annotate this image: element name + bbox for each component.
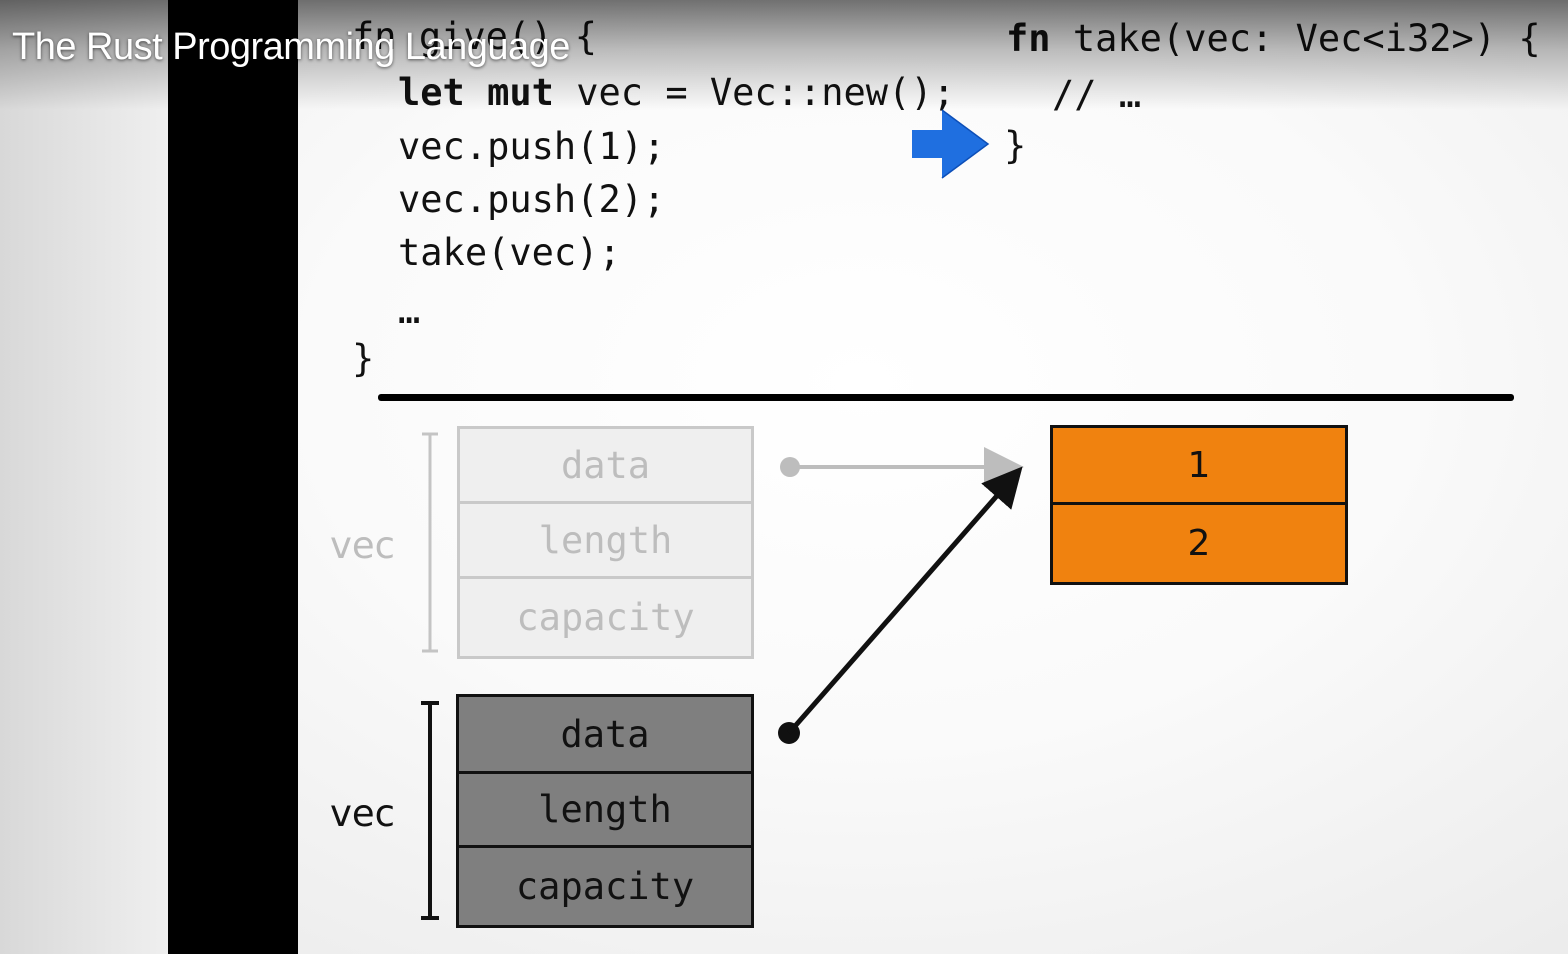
- moved-to-capacity-cell: capacity: [456, 845, 754, 928]
- moved-from-bracket: [422, 432, 438, 653]
- moved-from-length-cell: length: [457, 501, 754, 579]
- letterbox-left: [0, 0, 168, 954]
- moved-from-vec-label: vec: [330, 524, 396, 567]
- code-give-line7: }: [352, 337, 375, 380]
- moved-to-length-cell: length: [456, 771, 754, 848]
- keyword-fn: fn: [1006, 17, 1051, 60]
- keyword-let-mut: let mut: [398, 71, 554, 114]
- stack-heap-divider: [378, 394, 1514, 401]
- moved-to-pointer-arrow: [778, 466, 1023, 744]
- code-give-line5: take(vec);: [398, 231, 621, 274]
- code-take-line1-rest: take(vec: Vec<i32>) {: [1050, 17, 1541, 60]
- video-title[interactable]: The Rust Programming Language: [12, 26, 570, 68]
- code-take-line3: }: [1004, 124, 1027, 167]
- code-give-line2-rest: vec = Vec::new();: [553, 71, 955, 114]
- code-give-line3: vec.push(1);: [398, 125, 666, 168]
- code-give-line6: …: [398, 289, 421, 332]
- moved-from-capacity-cell: capacity: [457, 576, 754, 659]
- code-give-line4: vec.push(2);: [398, 178, 666, 221]
- code-take-line1: fn take(vec: Vec<i32>) {: [1006, 20, 1541, 57]
- moved-to-bracket: [421, 701, 439, 920]
- moved-from-pointer-arrow: [780, 447, 1024, 487]
- heap-element-1: 1: [1050, 425, 1348, 505]
- moved-to-vec-label: vec: [330, 792, 396, 835]
- moved-from-data-cell: data: [457, 426, 754, 504]
- code-take-line2: // …: [1052, 73, 1142, 116]
- moved-to-data-cell: data: [456, 694, 754, 774]
- heap-element-2: 2: [1050, 502, 1348, 585]
- blue-right-arrow-icon: [912, 109, 990, 179]
- code-give-line2: let mut vec = Vec::new();: [398, 74, 955, 111]
- slide-black-bar: [168, 0, 298, 954]
